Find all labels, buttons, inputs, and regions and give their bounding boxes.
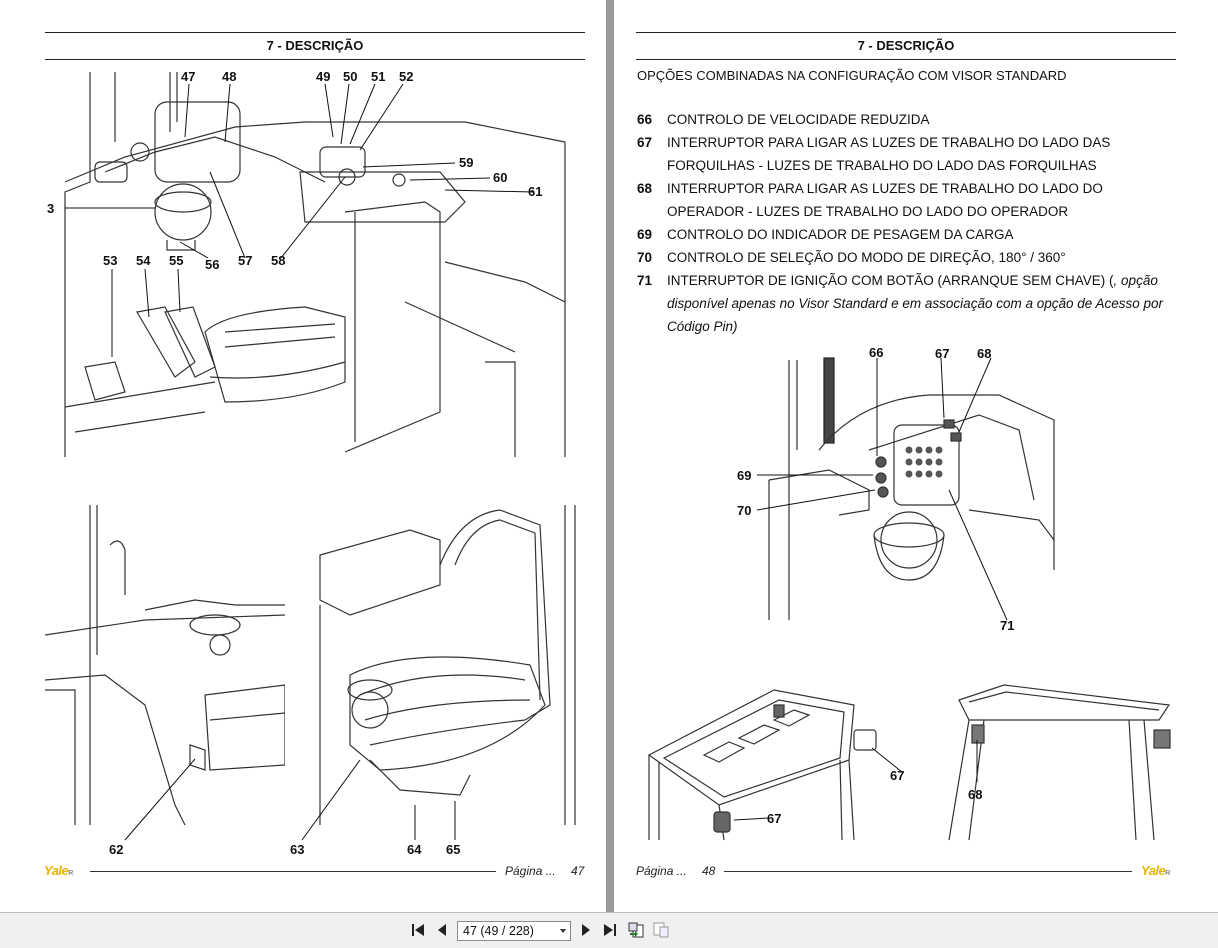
item-note: , opção disponível apenas no Visor Stand… xyxy=(667,273,1164,334)
dashboard-options-figure: 66 67 68 69 70 71 xyxy=(719,340,1059,640)
footer-page-number: 47 xyxy=(571,864,585,878)
callout-67-b: 67 xyxy=(767,811,781,826)
callout-54: 54 xyxy=(136,253,151,268)
callout-56: 56 xyxy=(205,257,219,272)
prev-page-icon[interactable] xyxy=(433,921,451,939)
header-title: 7 - DESCRIÇÃO xyxy=(266,38,364,53)
callout-47: 47 xyxy=(181,69,195,84)
callout-49: 49 xyxy=(316,69,330,84)
right-page: 7 - DESCRIÇÃO OPÇÕES COMBINADAS NA CONFI… xyxy=(614,0,1218,912)
cabin-overview-figure: 47 48 49 50 51 52 59 60 61 3 53 54 55 56… xyxy=(45,62,590,462)
go-forward-icon[interactable] xyxy=(652,921,670,939)
left-page: 7 - DESCRIÇÃO xyxy=(0,0,606,912)
intro-text: OPÇÕES COMBINADAS NA CONFIGURAÇÃO COM VI… xyxy=(637,68,1067,83)
page-number-field[interactable]: 47 (49 / 228) xyxy=(457,921,571,941)
callout-71: 71 xyxy=(1000,618,1014,633)
callout-70: 70 xyxy=(737,503,751,518)
last-page-icon[interactable] xyxy=(601,921,619,939)
footer-label: Página ... xyxy=(636,864,687,878)
callout-67: 67 xyxy=(935,346,949,361)
overhead-guard-front-figure: 67 67 xyxy=(644,680,914,845)
footer-page-number: 48 xyxy=(702,864,716,878)
header-title: 7 - DESCRIÇÃO xyxy=(857,38,955,53)
next-page-icon[interactable] xyxy=(577,921,595,939)
seat-top-figure: 63 64 65 xyxy=(290,505,585,860)
overhead-guard-rear-figure: 68 xyxy=(944,680,1174,845)
callout-57: 57 xyxy=(238,253,252,268)
callout-69: 69 xyxy=(737,468,751,483)
callout-62: 62 xyxy=(109,842,123,857)
callout-66: 66 xyxy=(869,345,883,360)
callout-68: 68 xyxy=(977,346,991,361)
footer-rule xyxy=(90,871,496,872)
callout-68-b: 68 xyxy=(968,787,982,802)
callout-48: 48 xyxy=(222,69,236,84)
callout-53: 53 xyxy=(103,253,117,268)
seat-side-figure: 62 xyxy=(45,505,285,860)
chevron-down-icon[interactable] xyxy=(560,929,566,933)
callout-65: 65 xyxy=(446,842,460,857)
yale-logo: YaleR xyxy=(44,863,73,878)
yale-logo: YaleR xyxy=(1141,863,1170,878)
callout-58: 58 xyxy=(271,253,285,268)
callout-63: 63 xyxy=(290,842,304,857)
callout-60: 60 xyxy=(493,170,507,185)
callout-67-a: 67 xyxy=(890,768,904,783)
callout-59: 59 xyxy=(459,155,473,170)
header-rule-top xyxy=(45,32,585,33)
footer-rule xyxy=(724,871,1132,872)
page-gutter xyxy=(606,0,614,912)
header-rule-bottom xyxy=(45,59,585,60)
callout-50: 50 xyxy=(343,69,357,84)
viewer-toolbar: 47 (49 / 228) xyxy=(0,912,1218,948)
go-back-icon[interactable] xyxy=(627,921,645,939)
first-page-icon[interactable] xyxy=(409,921,427,939)
callout-61: 61 xyxy=(528,184,542,199)
footer-label: Página ... xyxy=(505,864,556,878)
callout-3: 3 xyxy=(47,201,54,216)
callout-55: 55 xyxy=(169,253,183,268)
header-rule-top xyxy=(636,32,1176,33)
callout-51: 51 xyxy=(371,69,385,84)
callout-64: 64 xyxy=(407,842,422,857)
header-rule-bottom xyxy=(636,59,1176,60)
callout-52: 52 xyxy=(399,69,413,84)
